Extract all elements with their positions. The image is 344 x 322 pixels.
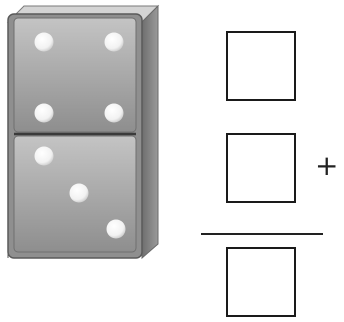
answer-box-middle[interactable] <box>226 133 296 203</box>
pip <box>69 183 89 203</box>
pip <box>34 32 54 52</box>
pip <box>34 146 54 166</box>
pip <box>34 103 54 123</box>
answer-box-top[interactable] <box>226 31 296 101</box>
answer-box-sum[interactable] <box>226 247 296 317</box>
top-pips <box>34 32 124 123</box>
plus-sign: + <box>315 149 339 182</box>
pip <box>104 103 124 123</box>
pip <box>106 219 126 239</box>
bottom-pips <box>34 146 126 239</box>
pip <box>104 32 124 52</box>
domino-tile <box>6 4 160 260</box>
sum-line <box>201 233 323 235</box>
